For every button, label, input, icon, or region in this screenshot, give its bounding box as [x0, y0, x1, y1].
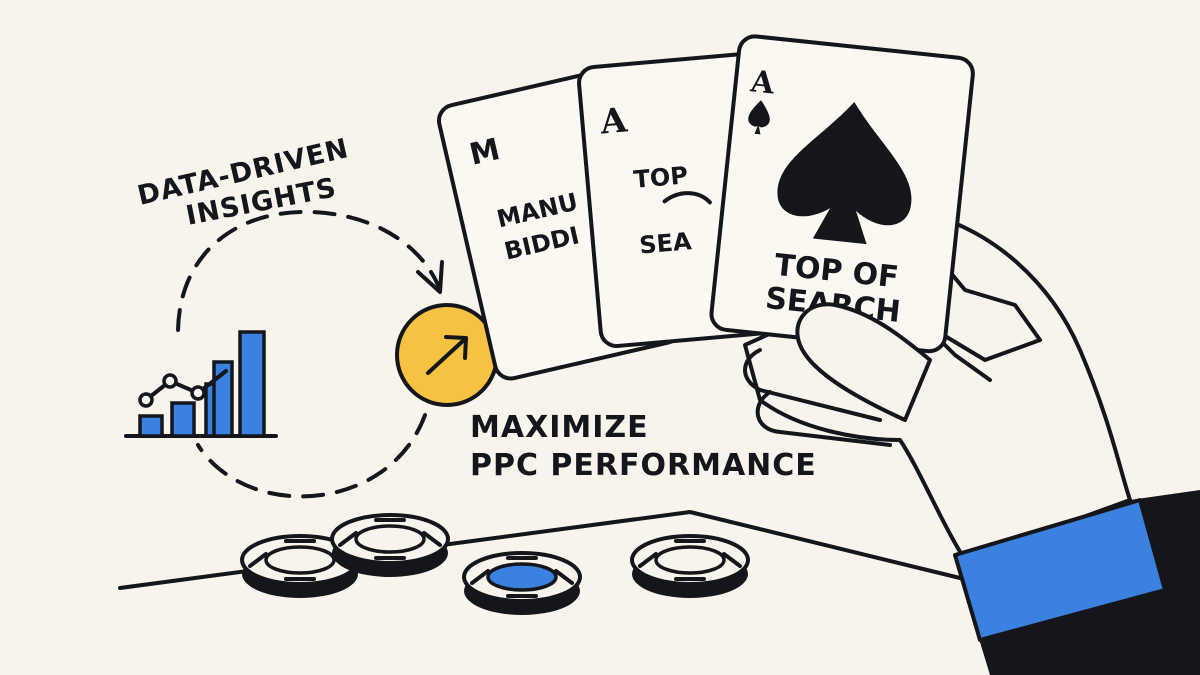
hand-fingers [743, 348, 892, 447]
poker-chip-4 [630, 534, 750, 598]
chart-trend-line [144, 369, 228, 402]
poker-chip-1 [240, 534, 360, 598]
card-3-corner: A [748, 64, 777, 101]
card-2-line1: TOP [632, 161, 689, 194]
card-2-corner: A [598, 100, 629, 142]
card-2-line2: SEA [638, 227, 693, 259]
spade-icon [777, 102, 912, 245]
poker-chip-2 [330, 513, 450, 577]
insights-label: DATA-DRIVEN INSIGHTS [135, 133, 352, 232]
sleeve [953, 490, 1200, 675]
headline-line2: PPC PERFORMANCE [470, 448, 817, 483]
poker-chip-icon [240, 513, 750, 615]
card-ace-top-of-search: A TOP OF SEARCH [709, 34, 975, 354]
growth-coin [395, 303, 499, 407]
poker-chip-blue [462, 551, 582, 615]
spade-icon-small [748, 100, 770, 135]
hand-thumb [795, 302, 932, 422]
chart-bar-2 [170, 401, 196, 438]
headline: MAXIMIZE PPC PERFORMANCE [470, 410, 817, 483]
headline-line1: MAXIMIZE [470, 410, 649, 445]
chart-bar-5 [238, 330, 266, 438]
chart-bar-1 [138, 414, 164, 438]
bar-chart-icon [124, 330, 278, 438]
cycle-arrowhead [416, 260, 444, 294]
arrow-up-right-icon [426, 335, 468, 375]
dashed-cycle [176, 209, 444, 499]
chart-bar-4 [212, 360, 234, 438]
